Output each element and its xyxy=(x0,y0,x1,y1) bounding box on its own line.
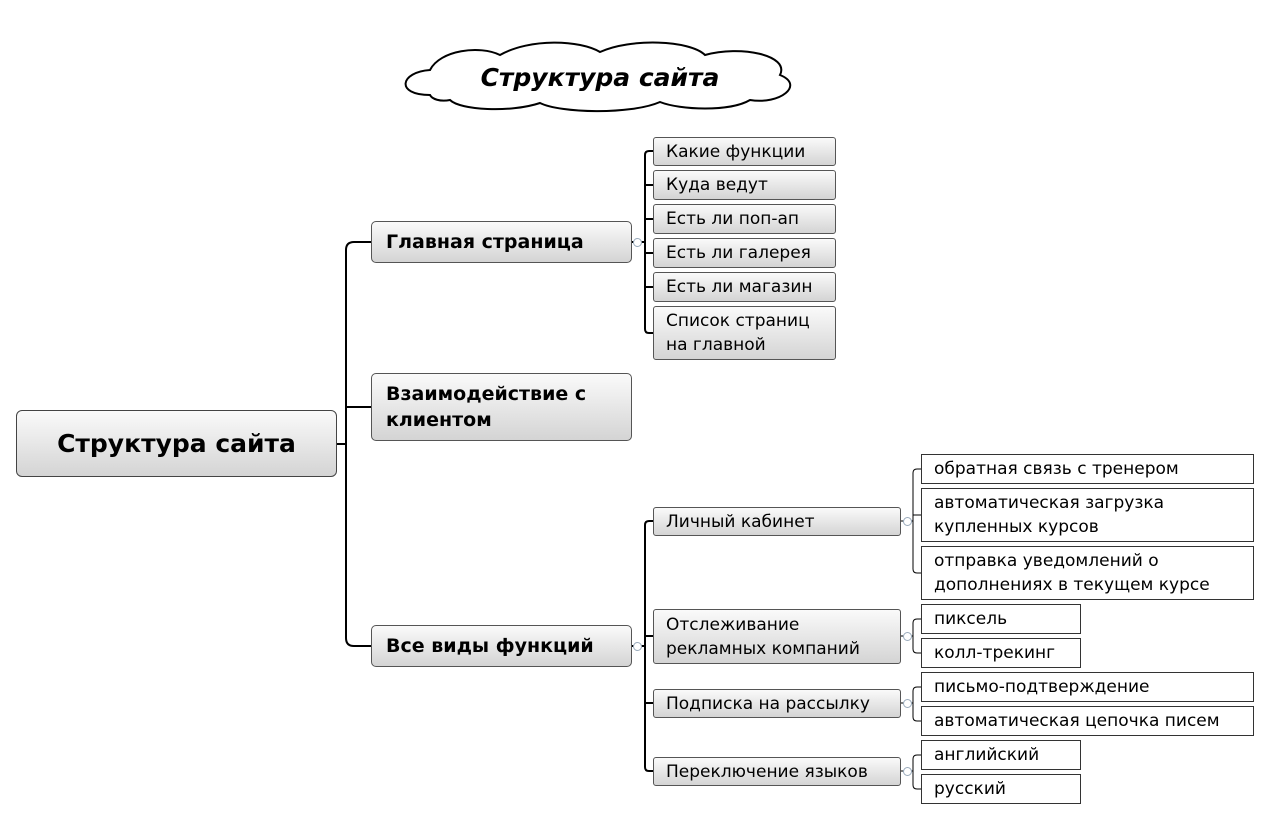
node-main-child[interactable]: Куда ведут xyxy=(653,170,836,200)
collapse-toggle-icon[interactable] xyxy=(633,642,642,651)
diagram-title: Структура сайта xyxy=(480,63,720,92)
leaf-node[interactable]: автоматическая загрузка купленных курсов xyxy=(921,488,1254,542)
collapse-toggle-icon[interactable] xyxy=(903,699,912,708)
leaf-node[interactable]: автоматическая цепочка писем xyxy=(921,706,1254,736)
root-node[interactable]: Структура сайта xyxy=(16,410,337,477)
collapse-toggle-icon[interactable] xyxy=(633,238,642,247)
collapse-toggle-icon[interactable] xyxy=(903,632,912,641)
node-function[interactable]: Личный кабинет xyxy=(653,507,901,536)
leaf-node[interactable]: английский xyxy=(921,740,1081,770)
node-main-child[interactable]: Есть ли галерея xyxy=(653,238,836,268)
leaf-node[interactable]: колл-трекинг xyxy=(921,638,1081,668)
node-interaction[interactable]: Взаимодействие с клиентом xyxy=(371,373,632,441)
leaf-node[interactable]: обратная связь с тренером xyxy=(921,454,1254,484)
node-main-child[interactable]: Какие функции xyxy=(653,137,836,166)
node-functions[interactable]: Все виды функций xyxy=(371,625,632,667)
node-main-page[interactable]: Главная страница xyxy=(371,221,632,263)
node-main-child[interactable]: Есть ли поп-ап xyxy=(653,204,836,234)
node-function[interactable]: Переключение языков xyxy=(653,757,901,786)
node-function[interactable]: Подписка на рассылку xyxy=(653,689,901,718)
collapse-toggle-icon[interactable] xyxy=(903,517,912,526)
cloud-shape xyxy=(404,41,792,113)
leaf-node[interactable]: письмо-подтверждение xyxy=(921,672,1254,702)
collapse-toggle-icon[interactable] xyxy=(903,767,912,776)
node-main-child[interactable]: Список страниц на главной xyxy=(653,306,836,360)
leaf-node[interactable]: русский xyxy=(921,774,1081,804)
node-function[interactable]: Отслеживание рекламных компаний xyxy=(653,609,901,664)
node-main-child[interactable]: Есть ли магазин xyxy=(653,272,836,302)
leaf-node[interactable]: отправка уведомлений о дополнениях в тек… xyxy=(921,546,1254,600)
leaf-node[interactable]: пиксель xyxy=(921,604,1081,634)
